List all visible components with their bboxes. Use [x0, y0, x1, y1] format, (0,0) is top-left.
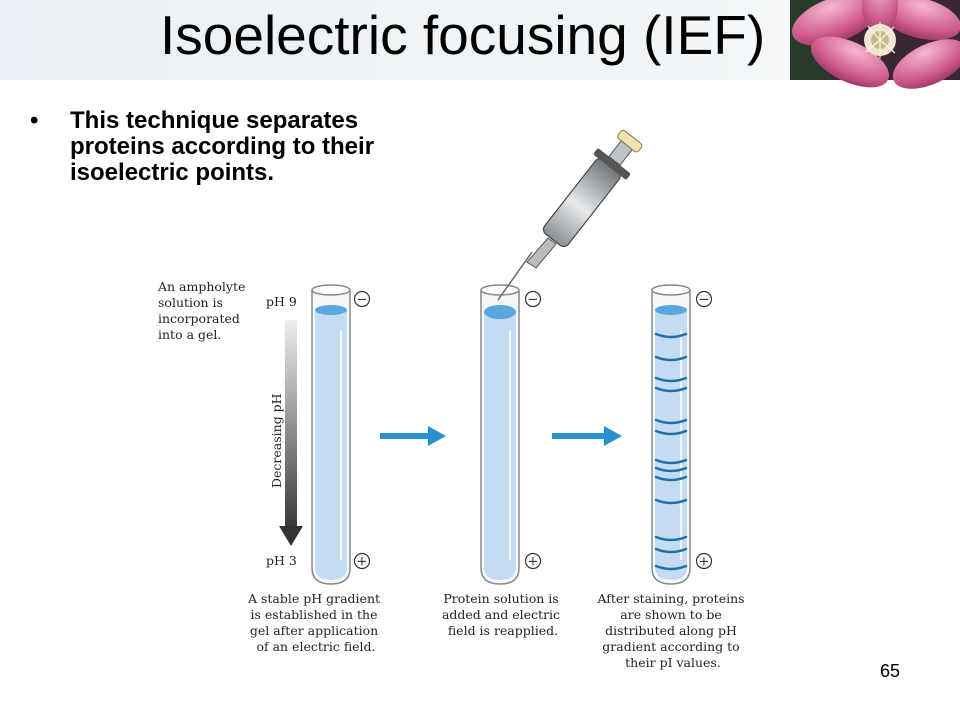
arrow-right-icon — [552, 426, 622, 446]
svg-text:−: − — [699, 293, 710, 308]
caption-line: distributed along pH — [605, 623, 737, 638]
intro-line: solution is — [158, 295, 223, 310]
ph-bottom-label: pH 3 — [266, 553, 297, 568]
caption-3: After staining, proteins are shown to be… — [596, 591, 748, 670]
caption-line: After staining, proteins — [596, 591, 744, 606]
plus-electrode-icon: + — [353, 552, 371, 570]
intro-label: An ampholyte solution is incorporated in… — [157, 279, 249, 342]
svg-text:−: − — [357, 293, 368, 308]
caption-1: A stable pH gradient is established in t… — [247, 591, 384, 654]
decreasing-ph-label: Decreasing pH — [269, 393, 284, 488]
gel-tube-2 — [480, 284, 520, 585]
caption-line: of an electric field. — [256, 639, 375, 654]
intro-line: into a gel. — [158, 327, 221, 342]
caption-2: Protein solution is added and electric f… — [442, 591, 564, 638]
ph-top-label: pH 9 — [266, 294, 297, 309]
bullet-symbol: • — [30, 107, 39, 134]
caption-line: are shown to be — [620, 607, 721, 622]
intro-line: incorporated — [158, 311, 240, 326]
caption-line: gel after application — [250, 623, 378, 638]
flower-image — [790, 0, 960, 89]
decreasing-ph-arrow-shaft — [285, 320, 297, 526]
minus-electrode-icon: − — [524, 290, 542, 308]
intro-line: An ampholyte — [157, 279, 245, 294]
minus-electrode-icon: − — [695, 290, 713, 308]
page-number: 65 — [880, 661, 901, 681]
plus-electrode-icon: + — [695, 552, 713, 570]
decreasing-ph-arrow-head — [279, 526, 303, 546]
svg-text:+: + — [357, 555, 368, 570]
caption-line: field is reapplied. — [448, 623, 558, 638]
caption-line: A stable pH gradient — [247, 591, 380, 606]
caption-line: added and electric — [442, 607, 560, 622]
caption-line: their pI values. — [625, 655, 721, 670]
caption-line: is established in the — [251, 607, 378, 622]
caption-line: gradient according to — [602, 639, 739, 654]
svg-text:+: + — [528, 555, 539, 570]
protein-bands — [654, 332, 688, 571]
slide-title: Isoelectric focusing (IEF) — [160, 4, 766, 66]
svg-text:+: + — [699, 555, 710, 570]
minus-electrode-icon: − — [353, 290, 371, 308]
plus-electrode-icon: + — [524, 552, 542, 570]
gel-tube-1 — [311, 284, 351, 585]
svg-text:−: − — [528, 293, 539, 308]
gel-tube-3 — [651, 284, 691, 585]
pipette-icon — [497, 129, 643, 301]
arrow-right-icon — [380, 426, 446, 446]
bullet-text: This technique separates proteins accord… — [70, 107, 375, 186]
caption-line: Protein solution is — [443, 591, 558, 606]
